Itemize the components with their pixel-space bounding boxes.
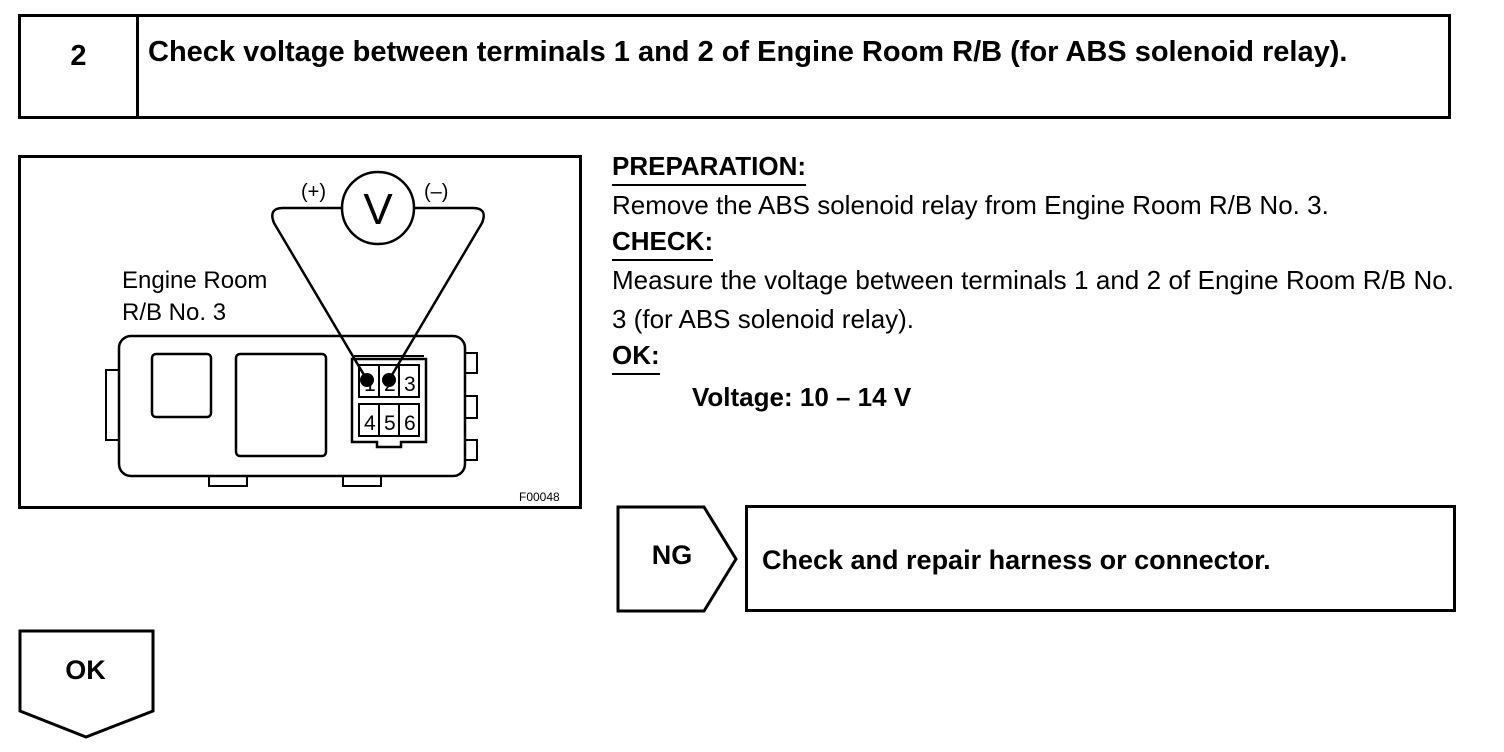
relay-block-bottom-tab xyxy=(342,475,382,487)
terminal-6-label: 6 xyxy=(404,412,416,435)
relay-block-left-tab xyxy=(105,369,120,441)
ng-arrow-icon xyxy=(616,505,738,613)
ok-label: OK xyxy=(65,655,106,685)
component-label-line2: R/B No. 3 xyxy=(122,299,227,326)
relay-block-right-tab xyxy=(464,395,478,419)
check-heading: CHECK: xyxy=(612,225,714,261)
preparation-text: Remove the ABS solenoid relay from Engin… xyxy=(612,190,1329,220)
check-text: Measure the voltage between terminals 1 … xyxy=(612,265,1454,334)
ok-spec: Voltage: 10 – 14 V xyxy=(692,382,912,412)
relay-socket xyxy=(234,352,328,458)
ng-action-box: Check and repair harness or connector. xyxy=(745,505,1456,612)
ok-heading: OK: xyxy=(612,339,660,375)
voltmeter-icon xyxy=(340,170,416,246)
ng-label: NG xyxy=(651,540,693,570)
relay-socket xyxy=(150,352,213,419)
terminal-3-label: 3 xyxy=(404,373,416,396)
positive-lead-label: (+) xyxy=(301,181,326,203)
terminal-5-label: 5 xyxy=(384,412,396,435)
relay-block-right-tab xyxy=(464,439,478,461)
relay-block-bottom-tab xyxy=(208,475,248,487)
preparation-heading: PREPARATION: xyxy=(612,150,807,186)
positive-test-lead xyxy=(271,206,369,381)
negative-lead-label: (–) xyxy=(424,181,448,203)
step-number: 2 xyxy=(21,17,139,116)
relay-block-right-tab xyxy=(464,352,478,374)
step-header: 2 Check voltage between terminals 1 and … xyxy=(18,14,1451,119)
terminal-grid xyxy=(358,364,420,437)
diagram-drawing: 1 2 3 4 5 6 V (+) (–) xyxy=(105,170,485,487)
ok-arrow-icon xyxy=(18,629,155,739)
component-label-line1: Engine Room xyxy=(122,267,268,294)
terminal-connector xyxy=(350,357,428,449)
step-title: Check voltage between terminals 1 and 2 … xyxy=(148,36,1348,68)
procedure-section: PREPARATION: Remove the ABS solenoid rel… xyxy=(612,150,1454,415)
figure-code: F00048 xyxy=(519,490,560,504)
ng-action-text: Check and repair harness or connector. xyxy=(762,545,1271,575)
voltmeter-symbol: V xyxy=(363,185,393,234)
negative-test-lead xyxy=(387,206,485,381)
voltage-check-diagram: 1 2 3 4 5 6 V (+) (–) Engine Room R/B No… xyxy=(18,155,582,509)
terminal-4-label: 4 xyxy=(364,412,376,435)
